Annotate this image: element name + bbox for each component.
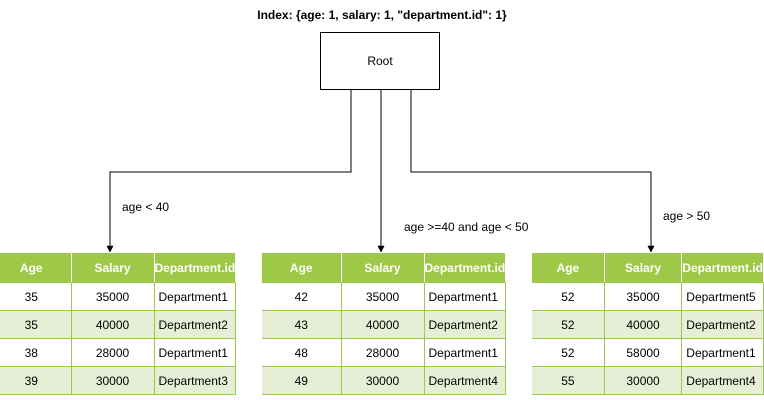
table-row: 55 30000 Department4: [532, 366, 764, 395]
cell-age: 35: [0, 310, 72, 339]
cell-age: 49: [262, 366, 342, 395]
root-label: Root: [367, 54, 393, 68]
leaf-table-1: Age Salary Department.id 35 35000 Depart…: [0, 252, 237, 395]
cell-department: Department3: [153, 366, 237, 395]
cell-salary: 40000: [603, 310, 683, 339]
table-header-row: Age Salary Department.id: [0, 252, 237, 283]
cell-age: 52: [532, 310, 605, 339]
table-row: 52 40000 Department2: [532, 310, 764, 339]
edge-right: [410, 90, 655, 253]
column-header-department: Department.id: [681, 252, 764, 283]
column-header-salary: Salary: [70, 252, 155, 283]
cell-salary: 30000: [340, 366, 425, 395]
cell-age: 35: [0, 282, 72, 311]
cell-department: Department4: [681, 366, 764, 395]
cell-department: Department1: [153, 338, 237, 367]
cell-age: 48: [262, 338, 342, 367]
table-row: 52 58000 Department1: [532, 338, 764, 367]
cell-salary: 30000: [70, 366, 155, 395]
column-header-department: Department.id: [423, 252, 507, 283]
leaf-table-3: Age Salary Department.id 52 35000 Depart…: [532, 252, 764, 395]
leaf-table-2: Age Salary Department.id 42 35000 Depart…: [262, 252, 507, 395]
table-header-row: Age Salary Department.id: [532, 252, 764, 283]
cell-salary: 40000: [340, 310, 425, 339]
root-node: Root: [320, 32, 440, 90]
table-row: 39 30000 Department3: [0, 366, 237, 395]
cell-salary: 35000: [70, 282, 155, 311]
cell-salary: 35000: [340, 282, 425, 311]
cell-age: 55: [532, 366, 605, 395]
cell-age: 52: [532, 282, 605, 311]
cell-salary: 28000: [70, 338, 155, 367]
cell-department: Department2: [423, 310, 507, 339]
table-row: 35 40000 Department2: [0, 310, 237, 339]
table-row: 42 35000 Department1: [262, 282, 507, 311]
cell-department: Department1: [153, 282, 237, 311]
cell-salary: 40000: [70, 310, 155, 339]
column-header-age: Age: [0, 252, 72, 283]
cell-salary: 30000: [603, 366, 683, 395]
cell-age: 39: [0, 366, 72, 395]
cell-department: Department1: [681, 338, 764, 367]
diagram-title: Index: {age: 1, salary: 1, "department.i…: [257, 8, 507, 22]
cell-age: 38: [0, 338, 72, 367]
cell-salary: 35000: [603, 282, 683, 311]
column-header-salary: Salary: [340, 252, 425, 283]
table-row: 49 30000 Department4: [262, 366, 507, 395]
cell-salary: 28000: [340, 338, 425, 367]
column-header-department: Department.id: [153, 252, 237, 283]
edge-label-right: age > 50: [663, 209, 711, 223]
cell-department: Department1: [423, 282, 507, 311]
column-header-age: Age: [532, 252, 605, 283]
cell-department: Department2: [681, 310, 764, 339]
cell-age: 43: [262, 310, 342, 339]
cell-salary: 58000: [603, 338, 683, 367]
table-header-row: Age Salary Department.id: [262, 252, 507, 283]
column-header-salary: Salary: [603, 252, 683, 283]
table-row: 35 35000 Department1: [0, 282, 237, 311]
edge-label-middle: age >=40 and age < 50: [404, 220, 529, 234]
table-row: 43 40000 Department2: [262, 310, 507, 339]
cell-department: Department5: [681, 282, 764, 311]
cell-department: Department2: [153, 310, 237, 339]
column-header-age: Age: [262, 252, 342, 283]
cell-department: Department4: [423, 366, 507, 395]
edge-left: [106, 90, 352, 253]
table-row: 38 28000 Department1: [0, 338, 237, 367]
cell-age: 42: [262, 282, 342, 311]
cell-age: 52: [532, 338, 605, 367]
table-row: 48 28000 Department1: [262, 338, 507, 367]
edge-label-left: age < 40: [122, 200, 170, 214]
table-row: 52 35000 Department5: [532, 282, 764, 311]
cell-department: Department1: [423, 338, 507, 367]
